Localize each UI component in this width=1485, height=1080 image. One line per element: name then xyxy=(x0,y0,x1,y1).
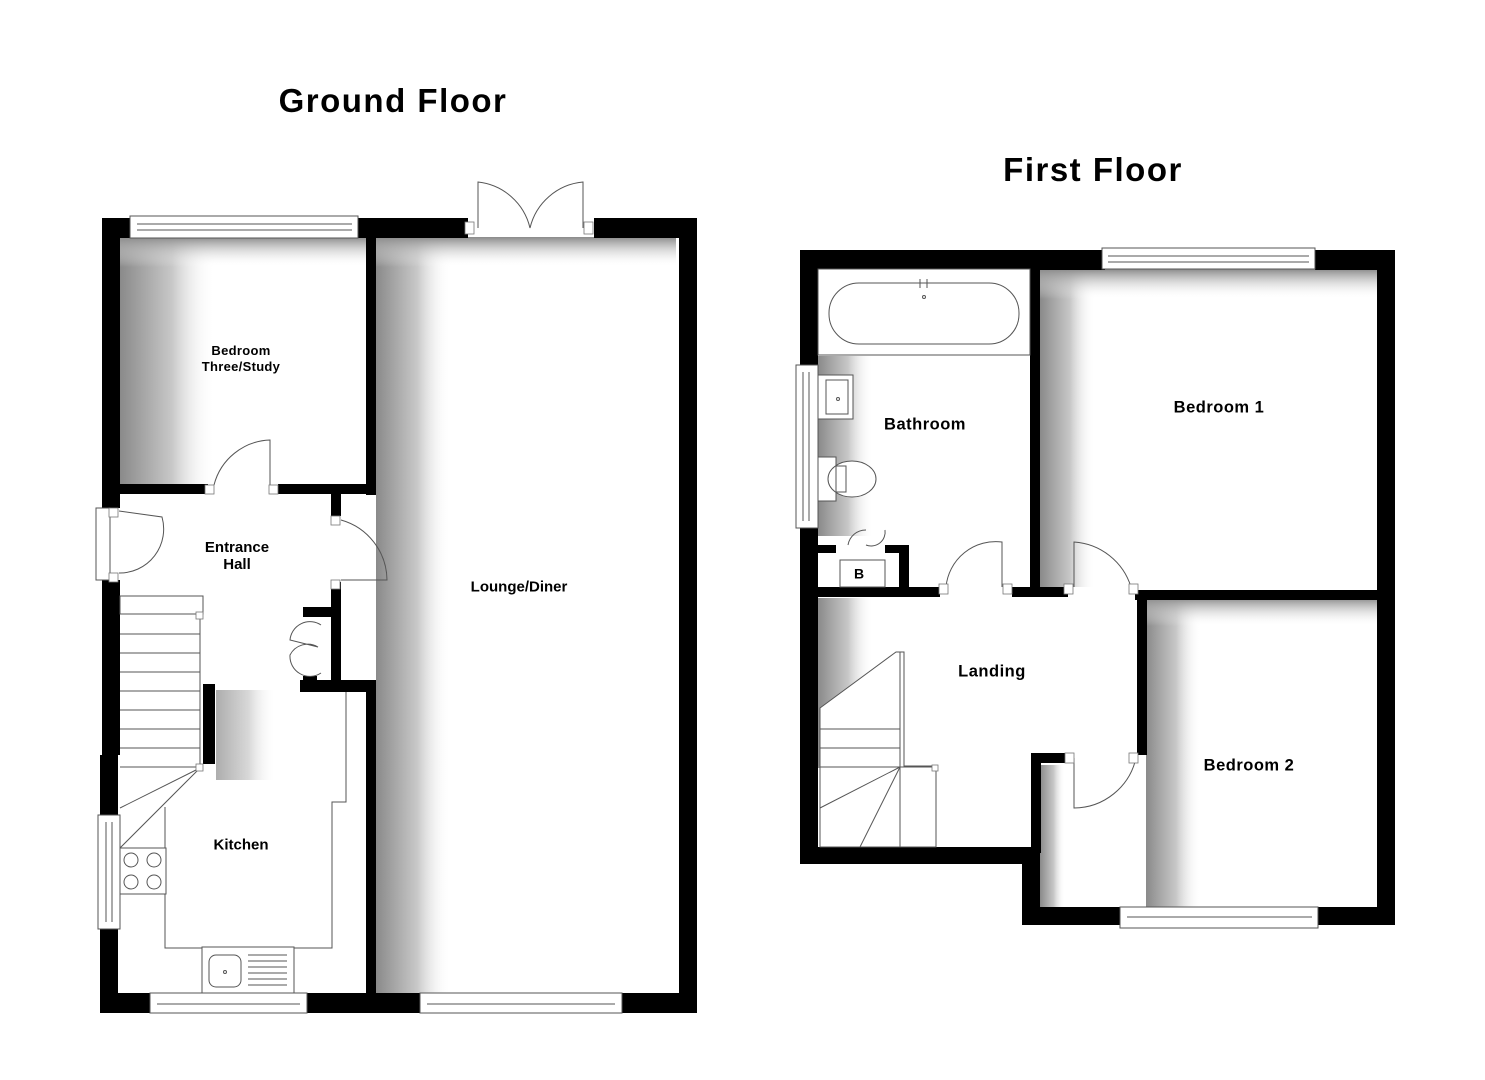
window-icon xyxy=(795,364,819,529)
room-label-bedroom-1: Bedroom 1 xyxy=(1173,398,1265,417)
window-icon xyxy=(97,814,121,930)
bath-icon xyxy=(817,268,1031,356)
window-icon xyxy=(149,992,308,1014)
boiler-cupboard xyxy=(839,529,886,588)
toilet-icon xyxy=(817,456,877,502)
bedroom-three-door-icon[interactable] xyxy=(213,439,271,486)
window-icon xyxy=(1101,247,1316,270)
bedroom-2-door-icon[interactable] xyxy=(1073,757,1137,809)
first-floor-title: First Floor xyxy=(1003,151,1183,188)
ground-floor-title: Ground Floor xyxy=(278,82,508,119)
room-label-bedroom-2: Bedroom 2 xyxy=(1203,756,1295,775)
kitchen-worktop-outline xyxy=(164,692,347,949)
room-label-landing: Landing xyxy=(958,662,1026,681)
hob-icon xyxy=(119,847,167,895)
staircase-icon xyxy=(819,651,939,848)
sink-icon xyxy=(201,946,295,994)
cupboard-door-icon[interactable] xyxy=(289,621,322,677)
room-label-bedroom-three-study: Bedroom Three/Study xyxy=(201,343,281,374)
window-icon xyxy=(129,215,359,239)
window-icon xyxy=(419,992,623,1014)
room-label-lounge-diner: Lounge/Diner xyxy=(470,578,568,596)
front-door-swing-icon[interactable] xyxy=(118,510,165,574)
staircase-icon xyxy=(119,595,204,849)
first-floor-plan xyxy=(795,247,1395,929)
room-label-bathroom: Bathroom xyxy=(884,415,966,434)
front-door-frame xyxy=(95,507,111,581)
room-label-kitchen: Kitchen xyxy=(213,836,269,854)
lounge-door-icon[interactable] xyxy=(340,519,388,581)
basin-icon xyxy=(817,374,854,420)
boiler-label: B xyxy=(853,565,865,582)
room-label-entrance-hall: Entrance Hall xyxy=(204,539,270,573)
bathroom-door-icon[interactable] xyxy=(945,541,1003,588)
ground-floor-plan xyxy=(95,181,697,1014)
bedroom-1-door-icon[interactable] xyxy=(1073,541,1132,588)
french-doors-icon[interactable] xyxy=(477,181,584,229)
window-icon xyxy=(1119,906,1319,929)
